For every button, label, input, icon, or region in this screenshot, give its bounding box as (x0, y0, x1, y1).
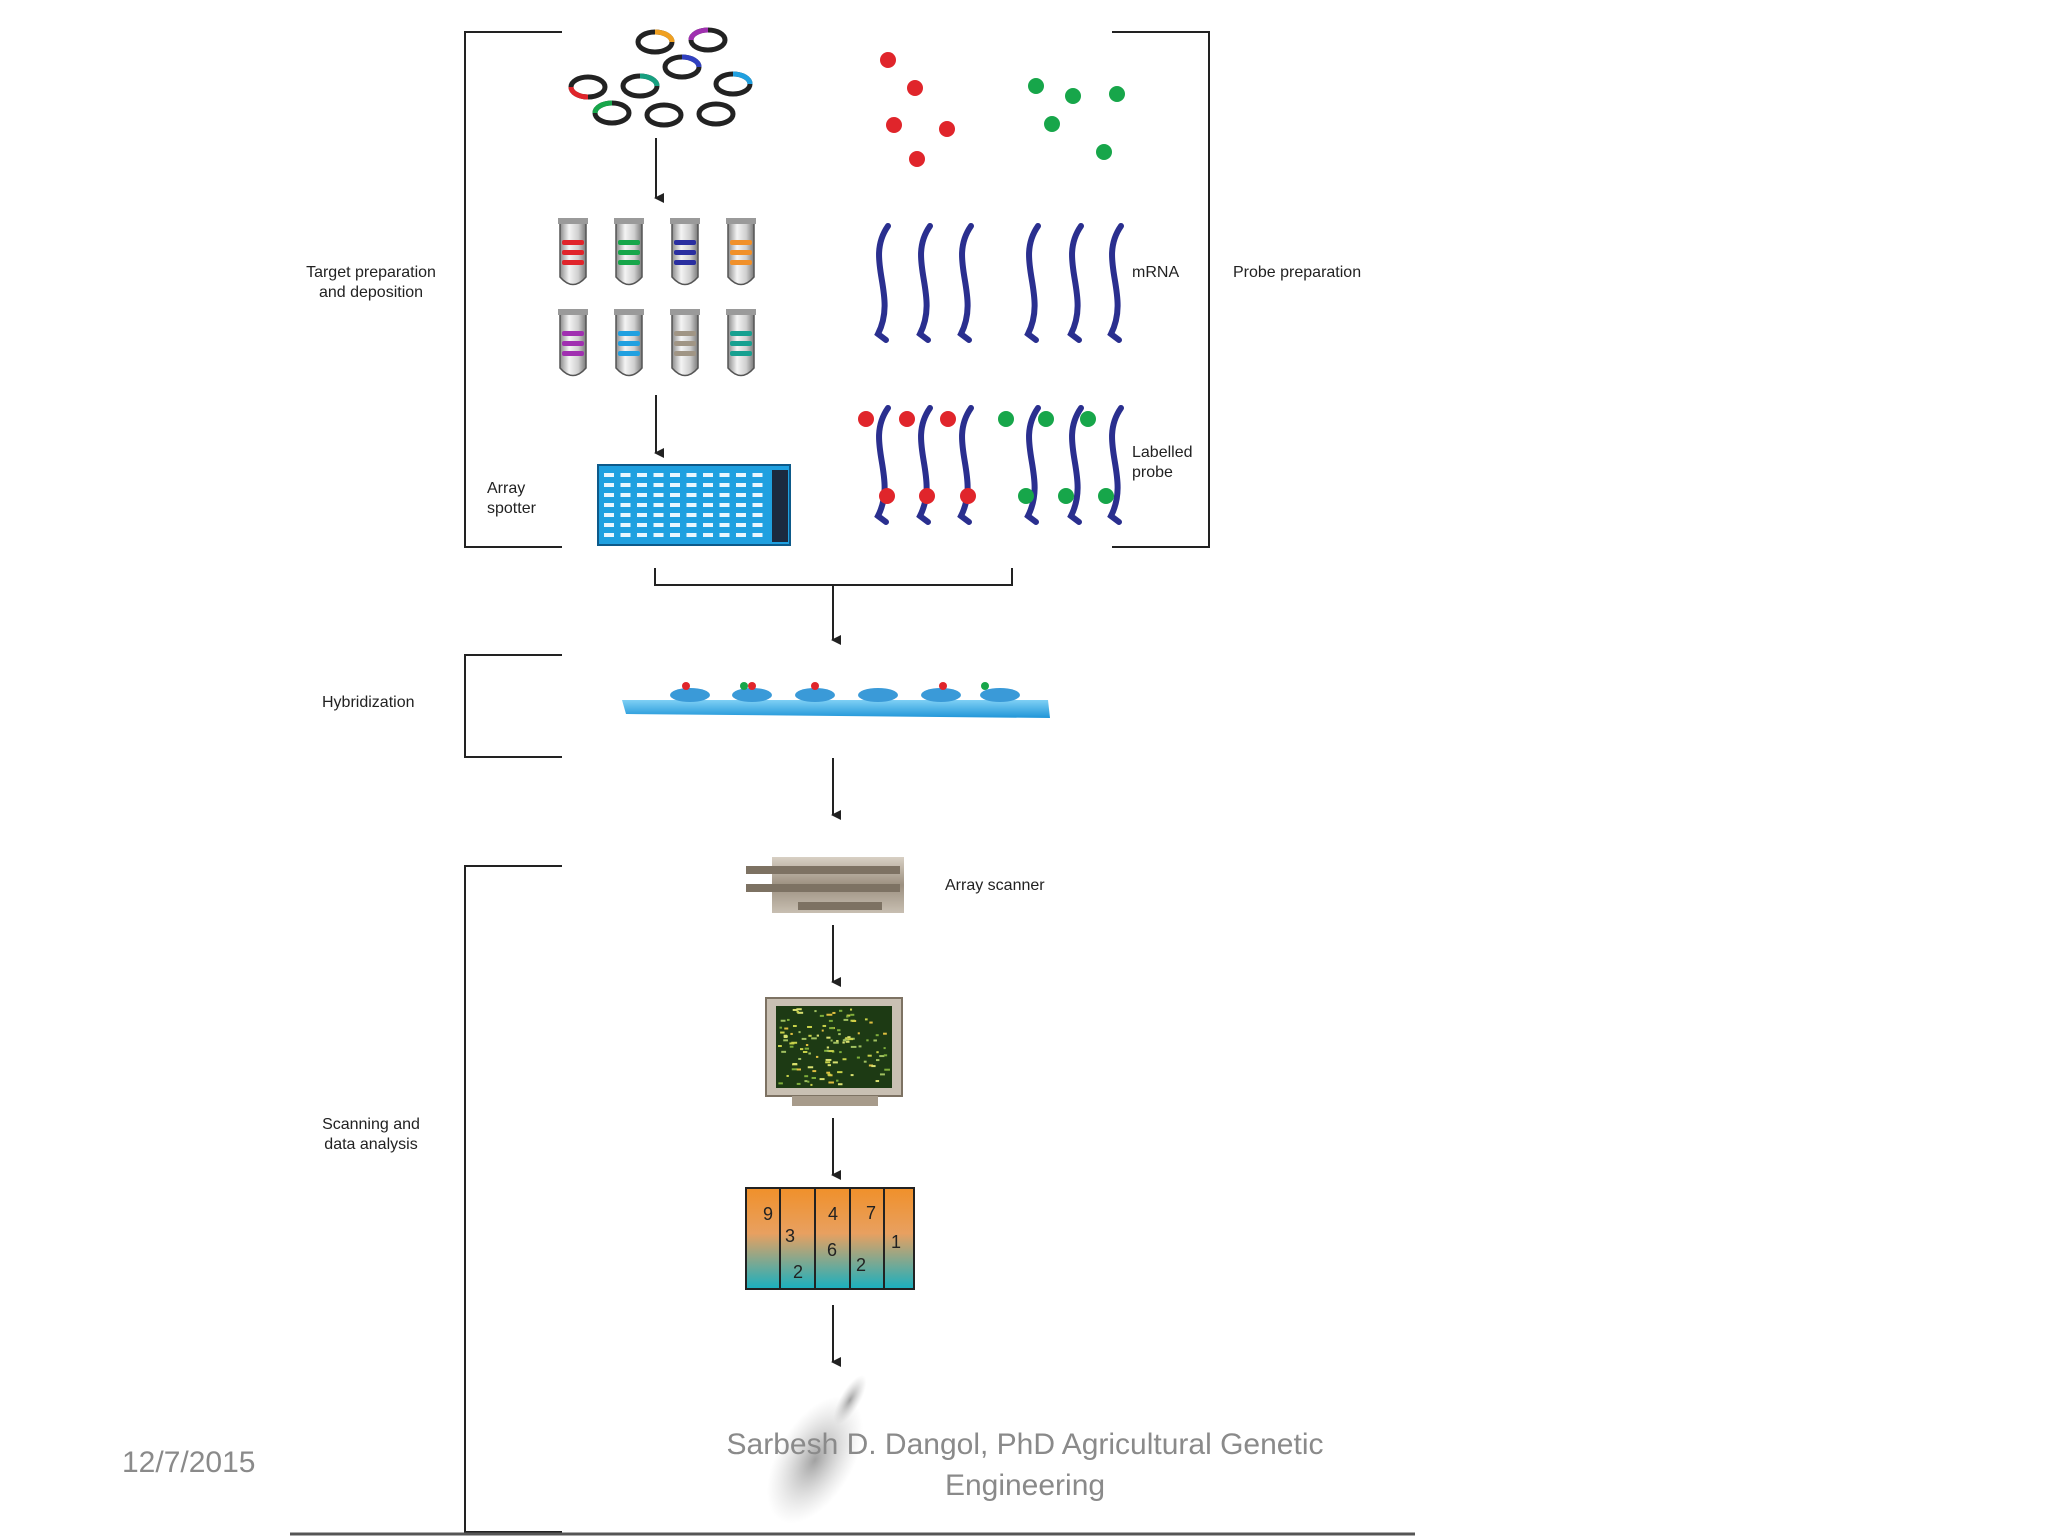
table-number: 7 (866, 1203, 876, 1223)
mrna-strand (916, 223, 933, 343)
sample-tube (726, 218, 756, 286)
mrna-strand (874, 223, 891, 343)
scanning-bracket (464, 865, 562, 1533)
label-scanning-analysis: Scanning and data analysis (322, 1116, 420, 1153)
probe-strand (957, 405, 974, 525)
mrna-strand (1067, 223, 1084, 343)
red-dye-dot (939, 121, 955, 137)
probe-red-dot (940, 411, 956, 427)
hybridization-slide (622, 682, 1050, 718)
label-labelled-probe: Labelled probe (1132, 444, 1193, 481)
probe-red-dot (960, 488, 976, 504)
probe-strand (1024, 405, 1041, 525)
bound-probe-red (748, 682, 756, 690)
probe-strand (1067, 405, 1084, 525)
probe-strand (916, 405, 933, 525)
probe-red-dot (919, 488, 935, 504)
probe-green-dot (1018, 488, 1034, 504)
green-dye-dot (1028, 78, 1044, 94)
green-dye-dots (1028, 78, 1125, 160)
table-number: 9 (763, 1204, 773, 1224)
target-bracket (464, 31, 562, 548)
sample-tube (670, 309, 700, 377)
probe-green-dot (1038, 411, 1054, 427)
table-number: 1 (891, 1232, 901, 1252)
table-number: 4 (828, 1204, 838, 1224)
sample-tube (614, 218, 644, 286)
label-array-scanner: Array scanner (945, 877, 1045, 894)
plasmid-rings (568, 27, 753, 128)
probe-green-dot (1098, 488, 1114, 504)
probe-red-dot (899, 411, 915, 427)
probe-red-dot (879, 488, 895, 504)
table-number: 2 (793, 1262, 803, 1282)
probe-green-dot (1080, 411, 1096, 427)
red-dye-dot (880, 52, 896, 68)
analysis-output-blot (766, 1375, 867, 1524)
sample-tube (670, 218, 700, 286)
red-dye-dots (880, 52, 955, 167)
green-dye-dot (1065, 88, 1081, 104)
label-mrna: mRNA (1132, 264, 1180, 281)
sample-tube (614, 309, 644, 377)
red-dye-dot (909, 151, 925, 167)
merge-connector (654, 568, 1013, 586)
green-dye-dot (1044, 116, 1060, 132)
probe-green-dot (998, 411, 1014, 427)
label-target-preparation: Target preparation and deposition (306, 264, 436, 301)
table-number: 3 (785, 1226, 795, 1246)
mrna-strand (1107, 223, 1124, 343)
probe-strand (874, 405, 891, 525)
sample-tube (558, 309, 588, 377)
data-table: 9 3 2 4 6 7 2 1 (745, 1187, 915, 1290)
monitor-icon (765, 997, 903, 1106)
sample-tube (726, 309, 756, 377)
hybridization-bracket (464, 654, 562, 758)
red-dye-dot (907, 80, 923, 96)
table-number: 6 (827, 1240, 837, 1260)
probe-bracket (1112, 31, 1210, 548)
red-dye-dot (886, 117, 902, 133)
label-array-spotter: Array spotter (487, 480, 536, 517)
green-dye-dot (1109, 86, 1125, 102)
bound-probe-green (740, 682, 748, 690)
probe-red-dot (858, 411, 874, 427)
array-scanner-device (746, 857, 904, 913)
label-hybridization: Hybridization (322, 694, 415, 711)
mrna-strand (1024, 223, 1041, 343)
probe-green-dot (1058, 488, 1074, 504)
bound-probe-red (939, 682, 947, 690)
bound-probe-red (811, 682, 819, 690)
labelled-probe-strands (858, 405, 1124, 525)
bound-probe-green (981, 682, 989, 690)
mrna-strands (874, 223, 1124, 343)
mrna-strand (957, 223, 974, 343)
sample-tube (558, 218, 588, 286)
plasmid-ring (644, 102, 684, 128)
array-spotter-device (597, 464, 791, 546)
probe-strand (1107, 405, 1124, 525)
bound-probe-red (682, 682, 690, 690)
footer-author: Sarbesh D. Dangol, PhD Agricultural Gene… (726, 1428, 1324, 1502)
flow-arrows (654, 138, 1013, 1367)
table-number: 2 (856, 1255, 866, 1275)
green-dye-dot (1096, 144, 1112, 160)
label-probe-preparation: Probe preparation (1233, 264, 1362, 281)
sample-tubes (558, 218, 756, 377)
plasmid-ring (696, 101, 736, 127)
footer-date: 12/7/2015 (122, 1446, 256, 1479)
